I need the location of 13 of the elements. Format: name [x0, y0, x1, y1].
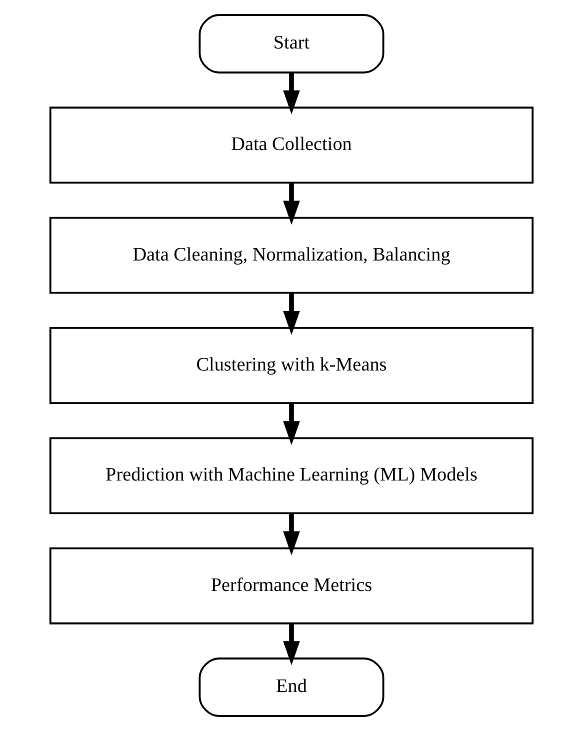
arrow	[282, 293, 300, 335]
arrow	[282, 403, 300, 446]
node-box: Data Collection	[48, 106, 534, 184]
node-box: Data Cleaning, Normalization, Balancing	[48, 216, 534, 294]
node-box: Clustering with k-Means	[48, 327, 534, 404]
arrow	[282, 72, 300, 114]
node-box: Prediction with Machine Learning (ML) Models	[48, 437, 534, 514]
arrow	[282, 623, 300, 666]
arrow	[282, 514, 300, 556]
node-box: Start	[198, 14, 384, 74]
arrow	[282, 182, 300, 225]
node-box: Performance Metrics	[48, 547, 534, 624]
node-box: End	[198, 658, 384, 717]
